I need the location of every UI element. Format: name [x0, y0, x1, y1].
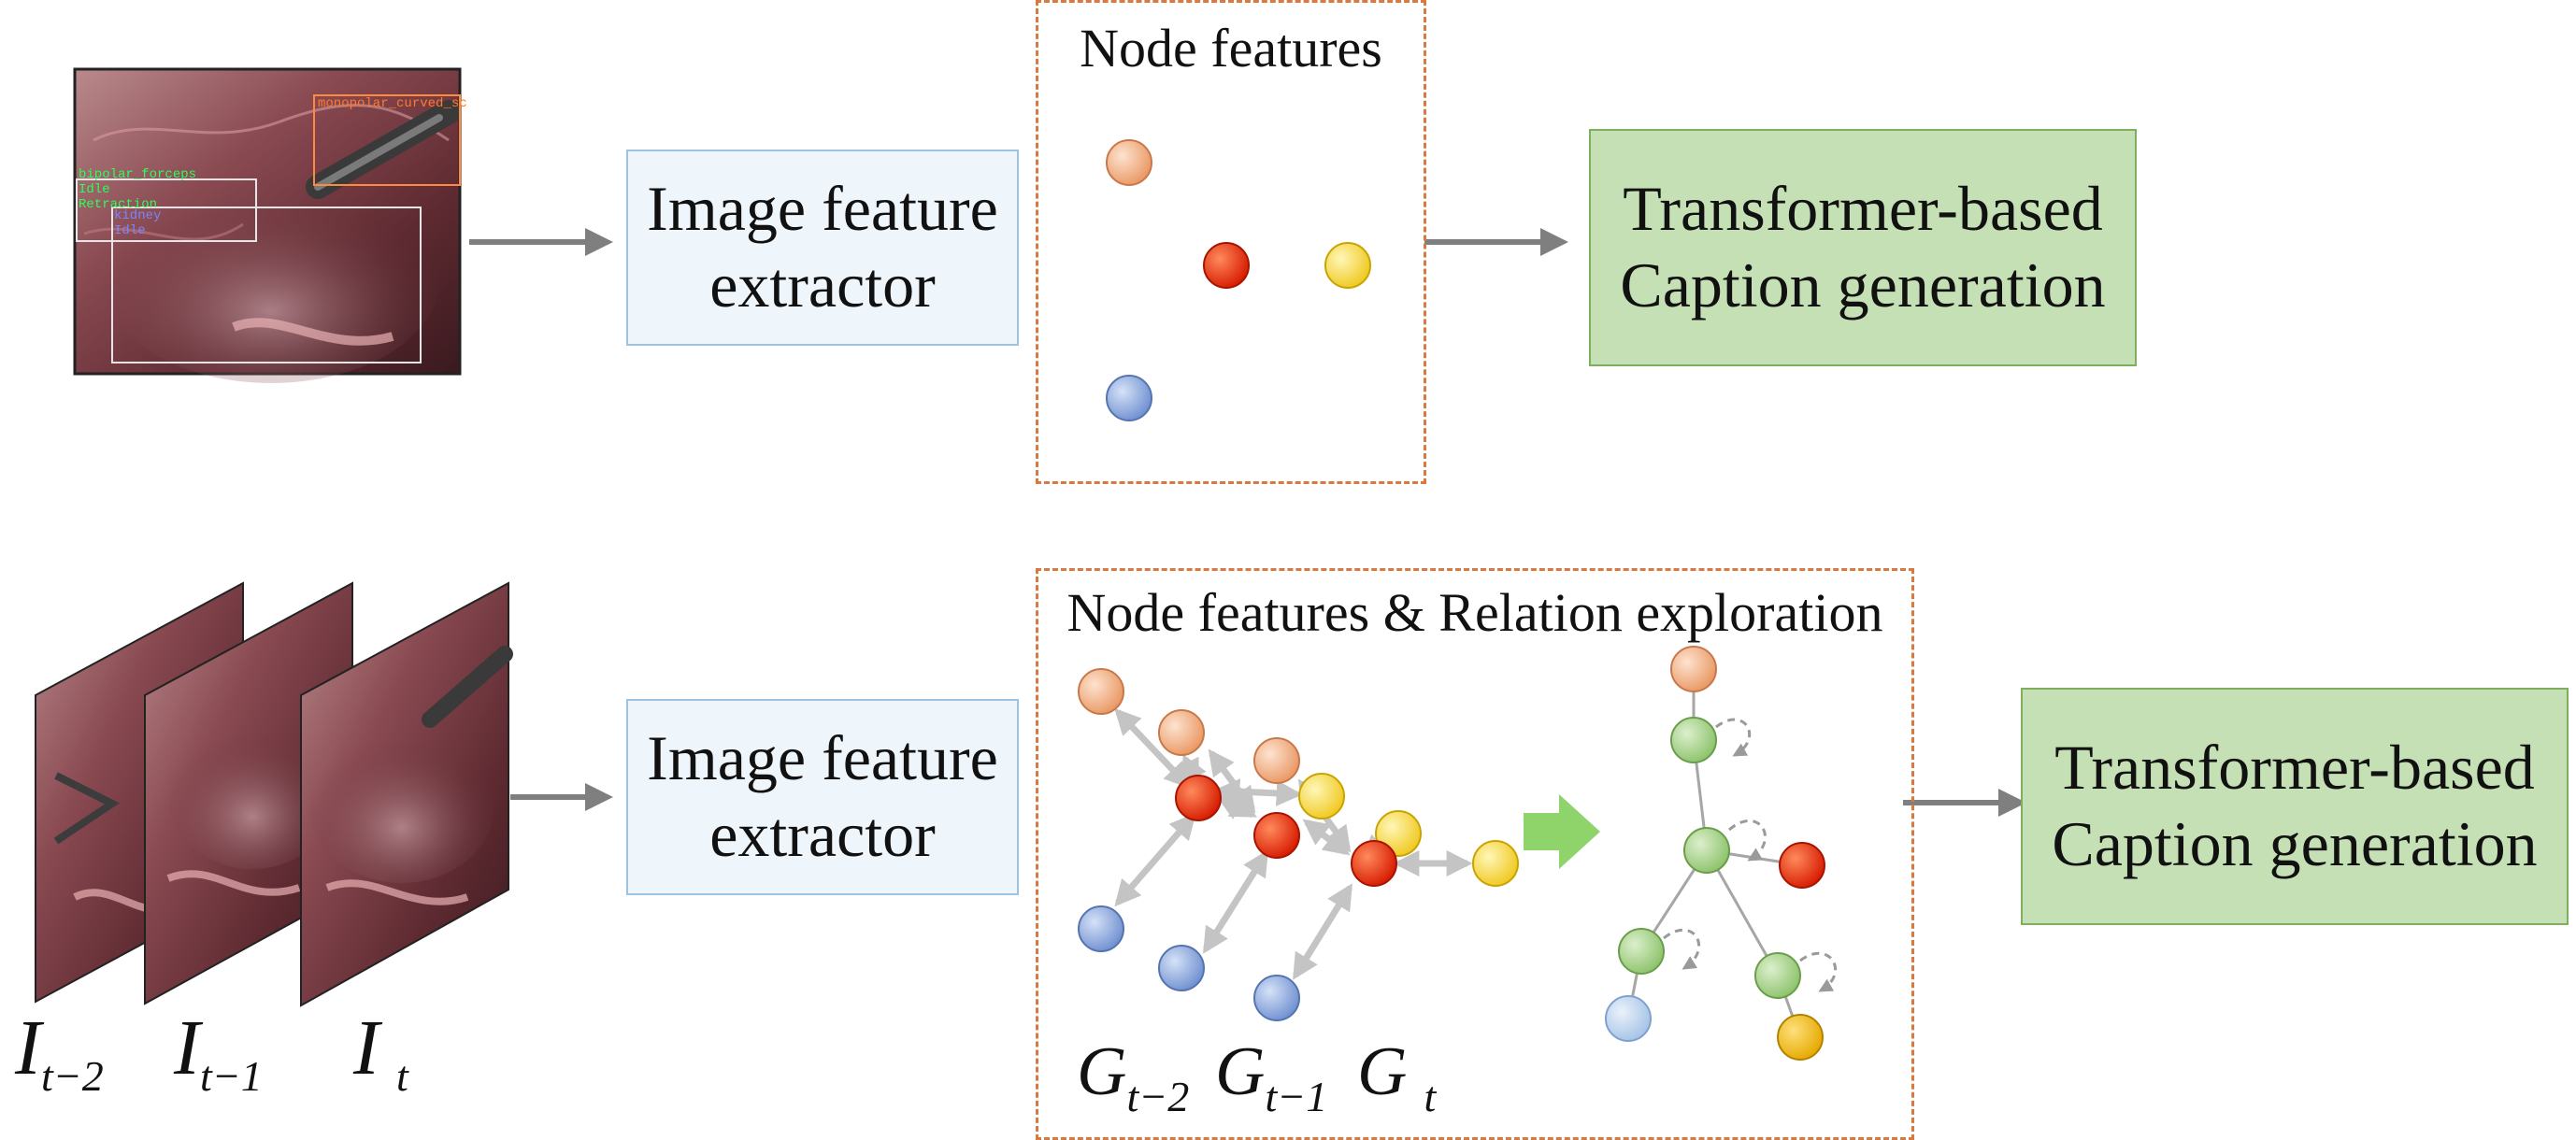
- frame-label-t-minus-2: It−2: [15, 1005, 104, 1100]
- extractor-label-line1: Image feature: [647, 173, 998, 245]
- relation-exploration-title: Node features & Relation exploration: [1066, 582, 1883, 643]
- caption-generation-box-bottom: Transformer-based Caption generation: [2021, 688, 2569, 925]
- frame-t: [300, 581, 513, 1007]
- node-green: [1618, 928, 1665, 975]
- temporal-graph-nodes: [1078, 668, 1519, 1021]
- node-green: [1754, 952, 1801, 999]
- node-blue: [1158, 945, 1205, 991]
- node-lightblue: [1605, 995, 1652, 1042]
- node-yellow: [1472, 840, 1519, 887]
- node-orange: [1253, 737, 1300, 784]
- node-blue: [1078, 905, 1124, 952]
- node-red: [1203, 242, 1250, 289]
- surgical-image-top: [73, 67, 462, 383]
- node-orange: [1106, 139, 1152, 186]
- node-red: [1351, 840, 1397, 887]
- caption-label-line1: Transformer-based: [1623, 173, 2103, 245]
- node-yellow: [1298, 773, 1345, 819]
- node-red: [1779, 842, 1825, 889]
- image-feature-extractor-top: Image feature extractor: [626, 150, 1019, 346]
- relation-graph-nodes: [1605, 646, 1825, 1061]
- node-features-box-top: [1036, 0, 1426, 484]
- caption-label-line2: Caption generation: [2052, 808, 2538, 879]
- node-orange: [1078, 668, 1124, 715]
- frame-label-t-minus-1: It−1: [174, 1005, 263, 1100]
- green-transition-arrow: [1524, 794, 1600, 869]
- node-orange: [1670, 646, 1717, 692]
- graph-label-t-minus-1: Gt−1: [1215, 1033, 1328, 1120]
- caption-label-line1: Transformer-based: [2054, 732, 2535, 804]
- node-features-title: Node features: [1080, 18, 1382, 78]
- caption-label-line2: Caption generation: [1620, 249, 2106, 321]
- node-green: [1683, 827, 1730, 874]
- node-red: [1175, 775, 1222, 821]
- relation-exploration-box: [1036, 568, 1914, 1140]
- node-blue: [1106, 375, 1152, 421]
- node-orange: [1158, 709, 1205, 756]
- graph-label-t-minus-2: Gt−2: [1077, 1033, 1190, 1120]
- node-blue: [1253, 975, 1300, 1021]
- extractor-label-line1: Image feature: [647, 722, 998, 794]
- top-node-features: [1106, 139, 1371, 421]
- extractor-label-line2: extractor: [709, 799, 936, 870]
- node-green: [1670, 717, 1717, 763]
- extractor-label-line2: extractor: [709, 249, 936, 321]
- frame-stack: [35, 581, 513, 1007]
- caption-generation-box-top: Transformer-based Caption generation: [1589, 129, 2137, 366]
- node-gold: [1777, 1014, 1824, 1061]
- node-red: [1253, 812, 1300, 859]
- image-feature-extractor-bottom: Image feature extractor: [626, 699, 1019, 895]
- node-yellow: [1324, 242, 1371, 289]
- relation-graph-self-loops: [1663, 718, 1838, 992]
